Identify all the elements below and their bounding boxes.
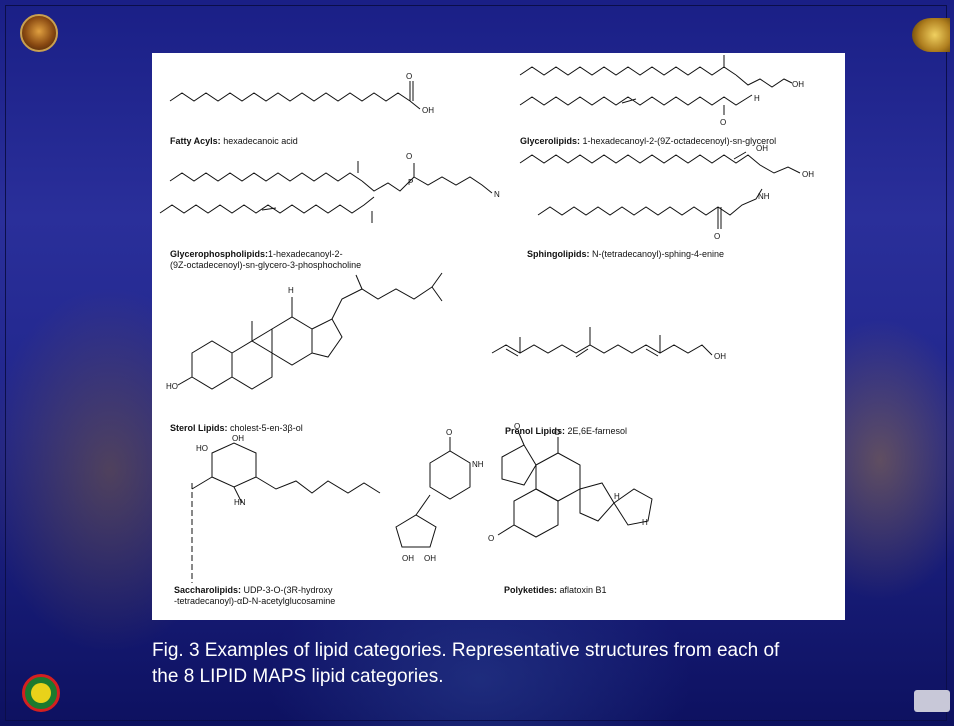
- atom-o-3: O: [720, 118, 726, 127]
- glycerophospholipid-chain-2: [159, 196, 375, 214]
- label-sterol-lipids: Sterol Lipids: cholest-5-en-3β-ol: [170, 423, 303, 433]
- atom-h-3: H: [614, 492, 620, 501]
- label-polyketides: Polyketides: aflatoxin B1: [504, 585, 607, 595]
- atom-oh-6: OH: [232, 434, 244, 443]
- top-right-logo-icon: [912, 18, 950, 52]
- atom-h-4: H: [642, 518, 648, 527]
- atom-nh-2: NH: [472, 460, 484, 469]
- label-glycerophospholipids-line2: (9Z-octadecenoyl)-sn-glycero-3-phosphoch…: [170, 260, 361, 270]
- atom-n-1: N: [494, 190, 500, 199]
- sphingolipid-chain-2: [537, 188, 763, 216]
- label-fatty-acyls: Fatty Acyls: hexadecanoic acid: [170, 136, 298, 146]
- atom-hn-1: HN: [234, 498, 246, 507]
- atom-nh-1: NH: [758, 192, 770, 201]
- structures-svg: OH O O OH H O P N O OH OH NH O HO H OH O…: [159, 53, 814, 606]
- atom-ho-1: HO: [166, 382, 178, 391]
- polyketide-structure: [497, 430, 653, 538]
- atom-h-1: H: [754, 94, 760, 103]
- atom-o-5: O: [714, 232, 720, 241]
- caption-line-1: Fig. 3 Examples of lipid categories. Rep…: [152, 640, 780, 661]
- bottom-right-logo-icon: [914, 690, 950, 712]
- label-sphingolipids: Sphingolipids: N-(tetradecanoyl)-sphing-…: [527, 249, 724, 259]
- prenol-chain: [491, 344, 713, 356]
- bottom-left-logo-icon: [22, 674, 60, 712]
- atom-oh-7: OH: [402, 554, 414, 563]
- atom-o-1: O: [406, 72, 412, 81]
- atom-ho-2: HO: [196, 444, 208, 453]
- atom-oh-2: OH: [792, 80, 804, 89]
- glycerophospholipid-chain-1: [169, 172, 363, 182]
- glycerolipid-chain-1: [519, 66, 737, 76]
- fatty-acyl-chain: [169, 92, 411, 102]
- atom-oh-1: OH: [422, 106, 434, 115]
- label-glycerolipids: Glycerolipids: 1-hexadecanoyl-2-(9Z-octa…: [520, 136, 776, 146]
- label-saccharolipids-line2: -tetradecanoyl)-αD-N-acetylglucosamine: [174, 596, 335, 606]
- atom-p-1: P: [408, 178, 413, 187]
- caption-line-2: the 8 LIPID MAPS lipid categories.: [152, 666, 444, 687]
- atom-h-2: H: [288, 286, 294, 295]
- atom-o-4: O: [406, 152, 412, 161]
- atom-oh-3: OH: [756, 144, 768, 153]
- label-glycerophospholipids: Glycerophospholipids:1-hexadecanoyl-2-: [170, 249, 343, 259]
- slide-frame: [5, 5, 947, 721]
- atom-o-8: O: [554, 428, 560, 437]
- atom-oh-8: OH: [424, 554, 436, 563]
- sterol-rings: [177, 272, 443, 390]
- label-prenol-lipids: Prenol Lipids: 2E,6E-farnesol: [505, 426, 627, 436]
- atom-o-9: O: [488, 534, 494, 543]
- label-saccharolipids: Saccharolipids: UDP-3-O-(3R-hydroxy: [174, 585, 333, 595]
- figure-caption: Fig. 3 Examples of lipid categories. Rep…: [152, 638, 892, 690]
- lipid-structures-figure: OH O O OH H O P N O OH OH NH O HO H OH O…: [152, 53, 845, 620]
- atom-o-2: O: [720, 53, 726, 55]
- atom-oh-5: OH: [714, 352, 726, 361]
- atom-o-7: O: [514, 422, 520, 431]
- glycerolipid-chain-2: [519, 94, 753, 106]
- university-logo-icon: [20, 14, 58, 52]
- saccharolipid-structure: [191, 437, 471, 583]
- sphingolipid-chain-1: [519, 154, 801, 174]
- atom-o-6: O: [446, 428, 452, 437]
- atom-oh-4: OH: [802, 170, 814, 179]
